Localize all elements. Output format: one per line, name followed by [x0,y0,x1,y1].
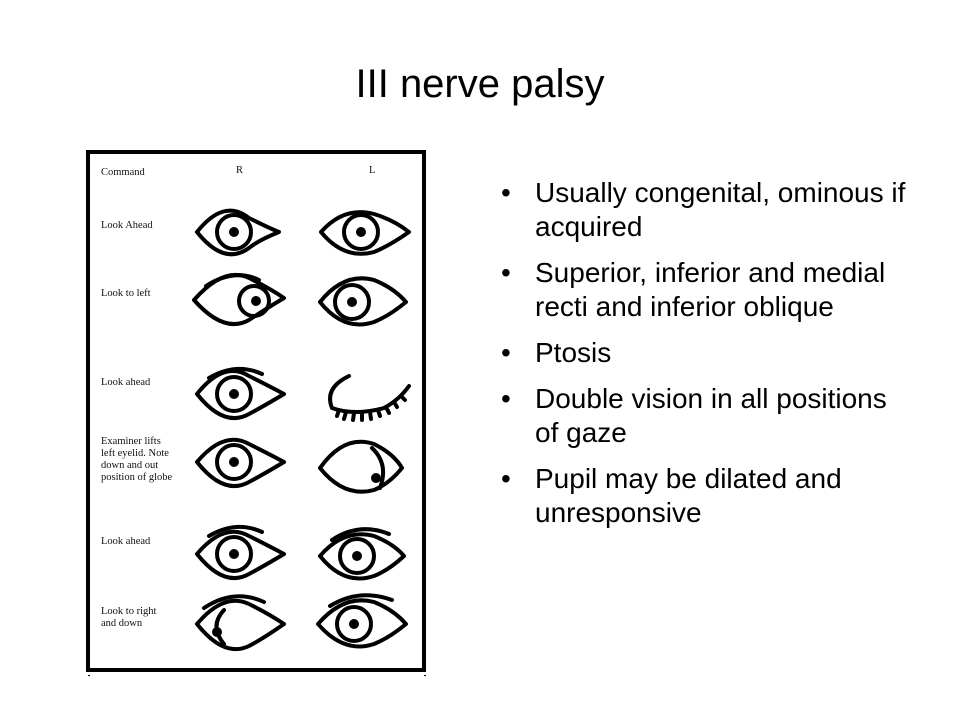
slide-title: III nerve palsy [355,62,605,106]
row-3-left-closed-eye-icon [328,374,411,422]
bullet-item: • Ptosis [497,336,917,370]
bullet-marker: • [501,177,511,208]
row-4-right-eye-icon [195,437,286,488]
row-6-left-eye-icon [316,593,408,649]
bullet-item: • Superior, inferior and medial recti an… [497,256,917,324]
row-5-command: Look ahead [101,536,151,547]
row-1-right-eye-icon [195,208,281,257]
row-1-command: Look Ahead [101,220,153,231]
bullet-marker: • [501,257,511,288]
row-4-command-line-1: Examiner lifts [101,436,161,447]
bullet-marker: • [501,337,511,368]
bullet-list: • Usually congenital, ominous if acquire… [497,176,917,542]
row-6-command-line-2: and down [101,618,143,629]
bullet-item: • Usually congenital, ominous if acquire… [497,176,917,244]
row-2-left-eye-icon [318,276,408,327]
bullet-marker: • [501,383,511,414]
row-4-command-line-2: left eyelid. Note [101,448,169,459]
row-5-left-eye-icon [318,527,406,581]
eye-diagram: Command R L Look Ahead Look to left Look… [86,150,426,676]
eye-diagram-figure: Command R L Look Ahead Look to left Look… [84,148,426,676]
header-right-eye: R [236,165,243,176]
row-2-right-eye-icon [192,272,286,326]
bullet-item: • Pupil may be dilated and unresponsive [497,462,917,530]
row-3-command: Look ahead [101,377,151,388]
bullet-text: Superior, inferior and medial recti and … [535,257,886,322]
bullet-text: Usually congenital, ominous if acquired [535,177,906,242]
header-command: Command [101,167,145,178]
bullet-text: Ptosis [535,337,612,368]
row-2-command: Look to left [101,288,151,299]
row-3-right-eye-icon [195,366,286,420]
header-left-eye: L [369,165,375,176]
row-5-right-eye-icon [195,524,286,580]
row-6-command-line-1: Look to right [101,606,156,617]
row-4-command-line-4: position of globe [101,472,173,483]
bullet-text: Pupil may be dilated and unresponsive [535,463,842,528]
bullet-text: Double vision in all positions of gaze [535,383,887,448]
row-4-command-line-3: down and out [101,460,158,471]
figure-border [86,150,426,672]
row-6-right-eye-icon [195,594,286,652]
row-1-left-eye-icon [319,210,411,256]
bullet-item: • Double vision in all positions of gaze [497,382,917,450]
row-4-left-eye-icon [318,439,404,494]
bullet-marker: • [501,463,511,494]
